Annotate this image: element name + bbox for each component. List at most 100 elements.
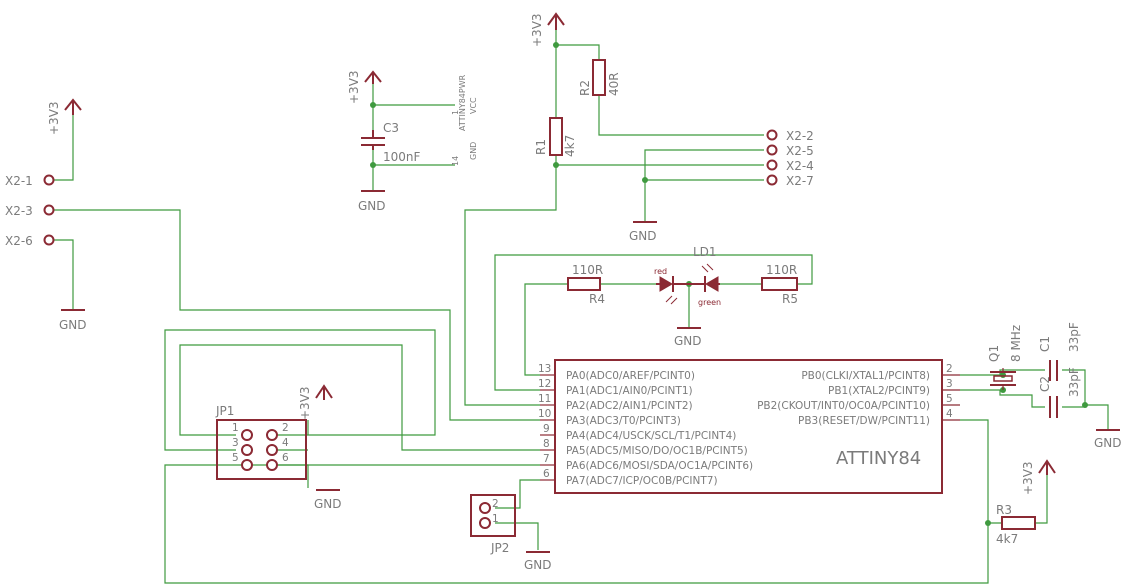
svg-text:R5: R5 bbox=[782, 292, 798, 306]
capacitor-c3: C3 100nF bbox=[361, 121, 421, 164]
resistor-r5: 110R R5 bbox=[761, 263, 798, 306]
svg-text:PA3(ADC3/T0/PCINT3): PA3(ADC3/T0/PCINT3) bbox=[566, 415, 681, 427]
capacitor-c2: C2 33pF bbox=[1038, 367, 1081, 418]
svg-text:PB1(XTAL2/PCINT9): PB1(XTAL2/PCINT9) bbox=[828, 385, 930, 397]
svg-text:PB0(CLKI/XTAL1/PCINT8): PB0(CLKI/XTAL1/PCINT8) bbox=[801, 370, 930, 382]
svg-text:6: 6 bbox=[282, 452, 289, 464]
supply-3v3-r3: +3V3 bbox=[1021, 459, 1056, 495]
svg-text:+3V3: +3V3 bbox=[47, 101, 61, 135]
svg-text:1: 1 bbox=[451, 110, 460, 115]
svg-text:PB2(CKOUT/INT0/OC0A/PCINT10): PB2(CKOUT/INT0/OC0A/PCINT10) bbox=[757, 400, 930, 412]
svg-text:green: green bbox=[698, 298, 721, 307]
svg-text:110R: 110R bbox=[572, 263, 603, 277]
svg-text:12: 12 bbox=[538, 378, 551, 390]
svg-text:C3: C3 bbox=[383, 121, 399, 135]
svg-text:GND: GND bbox=[674, 334, 702, 348]
resistor-r1: R1 4k7 bbox=[534, 117, 577, 157]
svg-text:red: red bbox=[654, 267, 667, 276]
svg-text:PB3(RESET/DW/PCINT11): PB3(RESET/DW/PCINT11) bbox=[798, 415, 930, 427]
resistor-r4: 110R R4 bbox=[567, 263, 605, 306]
jumper-jp2: 2 1 JP2 bbox=[470, 494, 516, 555]
svg-text:40R: 40R bbox=[607, 72, 621, 96]
svg-text:2: 2 bbox=[946, 363, 953, 375]
svg-text:PA0(ADC0/AREF/PCINT0): PA0(ADC0/AREF/PCINT0) bbox=[566, 370, 695, 382]
svg-text:ATTINY84: ATTINY84 bbox=[836, 448, 921, 469]
gnd-left: GND bbox=[59, 309, 87, 332]
svg-text:X2-2: X2-2 bbox=[786, 129, 814, 143]
jp1-pin-pads bbox=[241, 429, 278, 471]
svg-text:+3V3: +3V3 bbox=[298, 386, 312, 420]
supply-3v3-jp1: +3V3 bbox=[298, 384, 333, 420]
supply-3v3-left: +3V3 bbox=[47, 98, 82, 135]
svg-text:33pF: 33pF bbox=[1067, 322, 1081, 352]
svg-text:JP2: JP2 bbox=[490, 541, 509, 555]
svg-text:C1: C1 bbox=[1038, 336, 1052, 352]
svg-text:GND: GND bbox=[59, 318, 87, 332]
svg-text:PA2(ADC2/AIN1/PCINT2): PA2(ADC2/AIN1/PCINT2) bbox=[566, 400, 693, 412]
svg-text:3: 3 bbox=[232, 437, 239, 449]
capacitor-c1: C1 33pF bbox=[1038, 322, 1081, 381]
svg-text:LD1: LD1 bbox=[693, 245, 717, 259]
power-block: ATTINY84PWR VCC GND 1 14 bbox=[451, 74, 478, 166]
svg-text:8 MHz: 8 MHz bbox=[1009, 325, 1023, 362]
svg-text:PA7(ADC7/ICP/OC0B/PCINT7): PA7(ADC7/ICP/OC0B/PCINT7) bbox=[566, 475, 718, 487]
connector-x2-left: X2-1 X2-3 X2-6 bbox=[5, 174, 55, 248]
supply-3v3-top: +3V3 bbox=[530, 12, 565, 47]
connector-x2-right: X2-2 X2-5 X2-4 X2-7 bbox=[766, 129, 814, 188]
gnd-led: GND bbox=[674, 327, 702, 348]
svg-text:11: 11 bbox=[538, 393, 551, 405]
svg-text:1: 1 bbox=[492, 513, 499, 525]
crystal-q1: Q1 8 MHz bbox=[987, 325, 1023, 390]
svg-text:PA1(ADC1/AIN0/PCINT1): PA1(ADC1/AIN0/PCINT1) bbox=[566, 385, 693, 397]
svg-text:100nF: 100nF bbox=[383, 150, 421, 164]
svg-text:GND: GND bbox=[358, 199, 386, 213]
nets bbox=[53, 30, 1109, 584]
svg-text:1: 1 bbox=[232, 422, 239, 434]
svg-text:GND: GND bbox=[1094, 436, 1122, 450]
svg-text:X2-1: X2-1 bbox=[5, 174, 33, 188]
svg-text:X2-7: X2-7 bbox=[786, 174, 814, 188]
svg-text:JP1: JP1 bbox=[215, 404, 234, 418]
svg-text:10: 10 bbox=[538, 408, 551, 420]
svg-text:R2: R2 bbox=[578, 80, 592, 96]
gnd-crystal: GND bbox=[1094, 429, 1122, 450]
svg-text:13: 13 bbox=[538, 363, 551, 375]
svg-text:110R: 110R bbox=[766, 263, 797, 277]
svg-text:5: 5 bbox=[232, 452, 239, 464]
svg-text:2: 2 bbox=[492, 498, 499, 510]
svg-text:14: 14 bbox=[451, 156, 460, 166]
resistor-r2: R2 40R bbox=[578, 59, 621, 96]
svg-text:X2-3: X2-3 bbox=[5, 204, 33, 218]
svg-text:5: 5 bbox=[946, 393, 953, 405]
svg-text:3: 3 bbox=[946, 378, 953, 390]
resistor-r3: R3 4k7 bbox=[996, 503, 1036, 546]
gnd-jp2: GND bbox=[524, 551, 552, 572]
svg-text:PA5(ADC5/MISO/DO/OC1B/PCINT5): PA5(ADC5/MISO/DO/OC1B/PCINT5) bbox=[566, 445, 748, 457]
supply-3v3-c3: +3V3 bbox=[347, 70, 382, 104]
svg-text:GND: GND bbox=[314, 497, 342, 511]
mcu-attiny84: 13 12 11 10 9 8 7 6 PA0(ADC0/AREF/PCINT0… bbox=[538, 359, 960, 494]
svg-text:+3V3: +3V3 bbox=[347, 70, 361, 104]
svg-text:GND: GND bbox=[629, 229, 657, 243]
jumper-jp1: JP1 1 2 3 4 5 6 bbox=[215, 404, 307, 480]
svg-text:GND: GND bbox=[524, 558, 552, 572]
svg-text:R3: R3 bbox=[996, 503, 1012, 517]
led-ld1: LD1 red green bbox=[654, 245, 721, 307]
svg-text:PA4(ADC4/USCK/SCL/T1/PCINT4): PA4(ADC4/USCK/SCL/T1/PCINT4) bbox=[566, 430, 736, 442]
svg-text:4: 4 bbox=[282, 437, 289, 449]
svg-text:VCC: VCC bbox=[469, 97, 478, 114]
svg-text:8: 8 bbox=[543, 438, 550, 450]
gnd-connector: GND bbox=[629, 221, 657, 243]
svg-text:33pF: 33pF bbox=[1067, 367, 1081, 397]
svg-text:7: 7 bbox=[543, 453, 550, 465]
svg-text:4k7: 4k7 bbox=[563, 135, 577, 157]
svg-text:Q1: Q1 bbox=[987, 345, 1001, 362]
svg-text:R1: R1 bbox=[534, 139, 548, 155]
svg-text:C2: C2 bbox=[1038, 376, 1052, 392]
gnd-c3: GND bbox=[358, 190, 386, 213]
gnd-jp1: GND bbox=[314, 489, 342, 511]
svg-text:4: 4 bbox=[946, 408, 953, 420]
svg-text:2: 2 bbox=[282, 422, 289, 434]
svg-text:GND: GND bbox=[469, 142, 478, 160]
